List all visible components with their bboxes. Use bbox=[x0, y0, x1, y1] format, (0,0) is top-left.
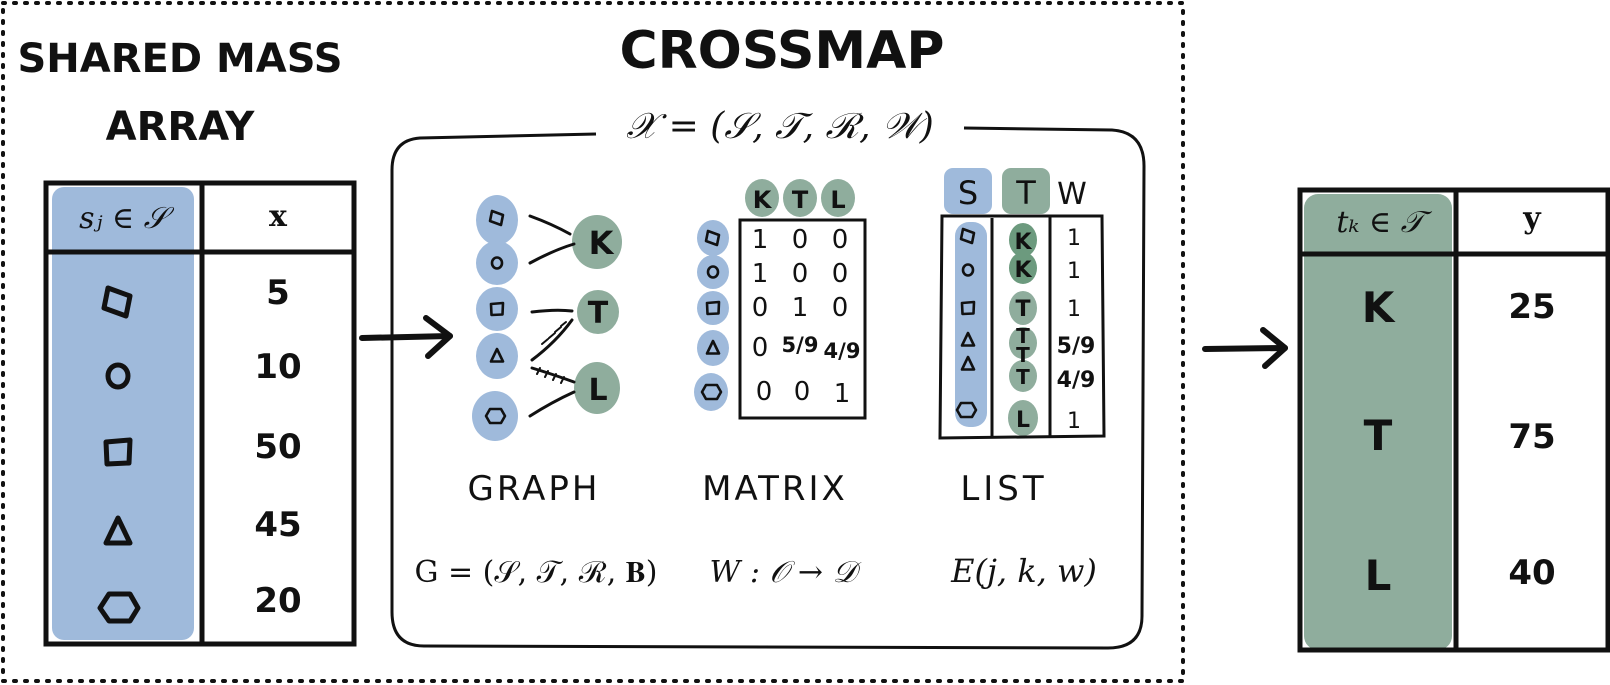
target-mass-table: tₖ ∈ 𝒯 y K T L 25 75 40 bbox=[1297, 187, 1610, 653]
graph-representation: K T L bbox=[472, 195, 622, 441]
target-header-y: y bbox=[1522, 201, 1542, 236]
source-value: 45 bbox=[254, 505, 301, 545]
list-target: T bbox=[1016, 343, 1030, 367]
target-header-set: tₖ ∈ 𝒯 bbox=[1336, 205, 1432, 240]
source-value: 20 bbox=[254, 581, 301, 621]
source-header-set: sⱼ ∈ 𝒮 bbox=[79, 201, 175, 236]
graph-caption: GRAPH bbox=[468, 469, 601, 509]
matrix-cell: 1 bbox=[792, 293, 809, 323]
matrix-cell: 0 bbox=[792, 225, 809, 255]
graph-formula: G = (𝒮, 𝒯, ℛ, 𝐁) bbox=[414, 555, 657, 590]
list-header: T bbox=[1015, 174, 1036, 212]
matrix-cell: 0 bbox=[832, 225, 849, 255]
list-weight: 1 bbox=[1067, 259, 1081, 284]
source-value: 5 bbox=[266, 273, 290, 313]
source-header-x: x bbox=[269, 199, 288, 234]
target-column-highlight bbox=[1304, 194, 1452, 650]
list-weight: 5/9 bbox=[1057, 334, 1096, 359]
matrix-representation: K T L 1 0 0 1 0 0 0 1 0 0 5/9 4/9 0 0 1 bbox=[694, 179, 867, 420]
matrix-formula: W : 𝒪 → 𝒟 bbox=[709, 555, 861, 590]
target-label: K bbox=[1362, 283, 1396, 332]
list-target: L bbox=[1016, 408, 1030, 433]
arrow-right-icon bbox=[1202, 327, 1288, 369]
target-label: T bbox=[1364, 411, 1393, 460]
source-mass-table: sⱼ ∈ 𝒮 x 5 10 50 45 20 bbox=[43, 180, 357, 647]
graph-target-label: T bbox=[588, 296, 609, 331]
target-label: L bbox=[1365, 551, 1392, 600]
crossmap-dotted-frame bbox=[1, 1, 1185, 683]
target-value: 25 bbox=[1508, 287, 1555, 327]
list-weight: 1 bbox=[1067, 226, 1081, 251]
target-value: 75 bbox=[1508, 417, 1555, 457]
matrix-cell: 5/9 bbox=[782, 333, 819, 357]
matrix-cell: 0 bbox=[752, 293, 769, 323]
matrix-col-label: T bbox=[792, 186, 809, 214]
list-target: T bbox=[1016, 365, 1030, 389]
list-caption: LIST bbox=[960, 469, 1047, 509]
graph-target-label: K bbox=[589, 224, 615, 262]
list-header: S bbox=[958, 174, 978, 212]
matrix-caption: MATRIX bbox=[702, 469, 848, 509]
list-target: T bbox=[1016, 324, 1030, 348]
list-header-s-badge bbox=[944, 168, 992, 214]
list-frame bbox=[938, 214, 1106, 440]
matrix-cell: 0 bbox=[832, 293, 849, 323]
source-value: 10 bbox=[254, 347, 301, 387]
matrix-cell: 1 bbox=[752, 259, 769, 289]
crossmap-bracket-box bbox=[390, 126, 1146, 650]
crossmap-formula: 𝒳 = (𝒮, 𝒯, ℛ, 𝒲) bbox=[626, 106, 934, 147]
source-column-highlight bbox=[52, 187, 194, 640]
graph-target-label: L bbox=[588, 373, 607, 408]
list-weight: 1 bbox=[1067, 297, 1081, 322]
list-target: K bbox=[1014, 258, 1032, 283]
matrix-cell: 1 bbox=[834, 379, 851, 409]
matrix-cell: 4/9 bbox=[824, 339, 861, 363]
matrix-cell: 0 bbox=[756, 377, 773, 407]
list-header: W bbox=[1057, 177, 1087, 212]
shared-mass-title-line1: SHARED MASS bbox=[17, 36, 342, 82]
matrix-frame bbox=[738, 218, 867, 420]
matrix-cell: 1 bbox=[752, 225, 769, 255]
matrix-cell: 0 bbox=[794, 377, 811, 407]
matrix-cell: 0 bbox=[752, 333, 769, 363]
list-formula: E(j, k, w) bbox=[950, 552, 1097, 590]
list-representation: S T W K K T T T T L 1 1 1 5/9 4/9 1 bbox=[938, 168, 1106, 440]
source-value: 50 bbox=[254, 427, 301, 467]
matrix-col-label: L bbox=[830, 186, 845, 214]
list-target: K bbox=[1014, 230, 1032, 255]
crossmap-title: CROSSMAP bbox=[619, 21, 944, 81]
list-weight: 4/9 bbox=[1057, 368, 1096, 393]
list-weight: 1 bbox=[1067, 409, 1081, 434]
shared-mass-title-line2: ARRAY bbox=[106, 104, 256, 150]
matrix-col-label: K bbox=[753, 186, 773, 214]
list-header-t-badge bbox=[1002, 168, 1050, 214]
matrix-cell: 0 bbox=[832, 259, 849, 289]
list-target: T bbox=[1015, 297, 1030, 322]
target-value: 40 bbox=[1508, 553, 1555, 593]
arrow-right-icon bbox=[359, 315, 453, 359]
matrix-cell: 0 bbox=[792, 259, 809, 289]
